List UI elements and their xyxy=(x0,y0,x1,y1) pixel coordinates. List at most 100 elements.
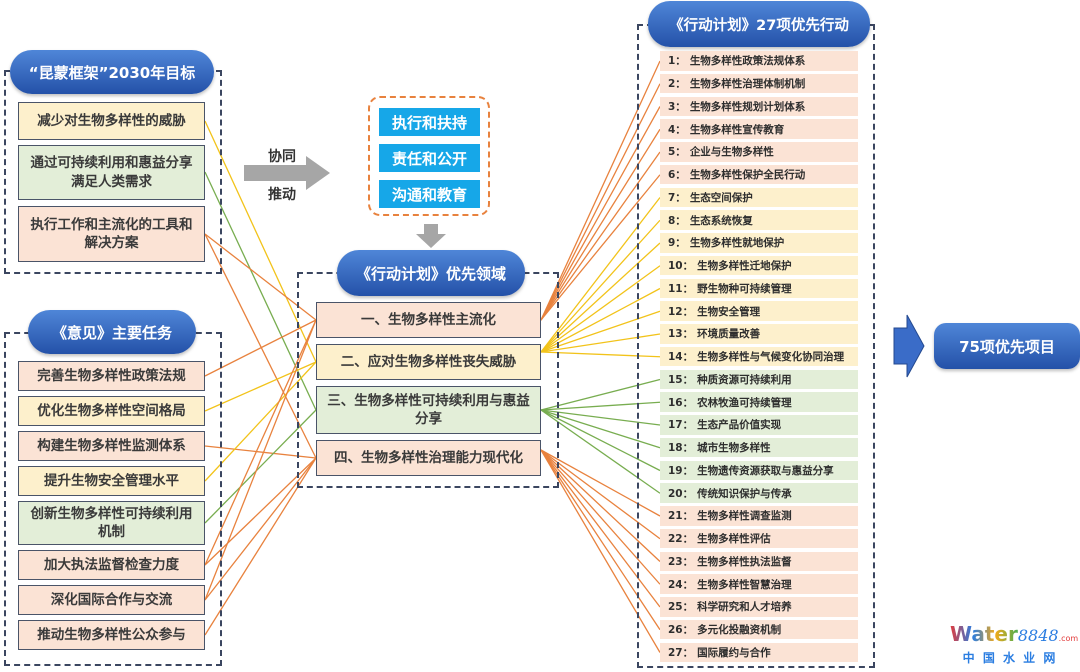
action-number: 8： xyxy=(668,214,686,227)
task-box: 构建生物多样性监测体系 xyxy=(18,431,205,461)
action-number: 5： xyxy=(668,146,686,159)
actions-title: 《行动计划》27项优先行动 xyxy=(648,1,870,47)
action-item: 11：野生物种可持续管理 xyxy=(660,278,858,298)
action-label: 生物多样性评估 xyxy=(697,533,771,545)
action-label: 科学研究和人才培养 xyxy=(697,601,792,614)
action-item: 6：生物多样性保护全民行动 xyxy=(660,164,858,185)
action-label: 生物多样性保护全民行动 xyxy=(689,169,806,181)
right-arrow-icon xyxy=(244,156,330,190)
action-label: 生物多样性规划计划体系 xyxy=(689,100,806,113)
action-number: 10： xyxy=(668,260,694,272)
task-box: 完善生物多样性政策法规 xyxy=(18,361,205,391)
action-number: 20： xyxy=(668,487,694,500)
action-link-line xyxy=(540,351,661,358)
action-number: 9： xyxy=(668,237,686,250)
action-item: 2：生物多样性治理体制机制 xyxy=(660,73,858,94)
action-number: 24： xyxy=(668,578,694,591)
action-number: 13： xyxy=(668,328,694,341)
action-link-line xyxy=(540,449,661,562)
task-box: 推动生物多样性公众参与 xyxy=(18,620,205,650)
action-number: 22： xyxy=(668,533,694,545)
action-link-line xyxy=(540,449,661,585)
action-label: 城市生物多样性 xyxy=(697,442,771,454)
action-item: 24：生物多样性智慧治理 xyxy=(660,574,858,594)
priority-area-box: 四、生物多样性治理能力现代化 xyxy=(316,440,541,476)
action-number: 11： xyxy=(668,282,694,295)
action-label: 多元化投融资机制 xyxy=(697,624,782,636)
action-number: 7： xyxy=(668,191,686,204)
action-label: 生态产品价值实现 xyxy=(697,419,782,432)
priority-area-box: 三、生物多样性可持续利用与惠益分享 xyxy=(316,386,541,434)
action-item: 3：生物多样性规划计划体系 xyxy=(660,96,858,116)
result-arrow-icon xyxy=(893,314,925,378)
priority-area-box: 二、应对生物多样性丧失威胁 xyxy=(316,344,541,380)
action-item: 14：生物多样性与气候变化协同治理 xyxy=(660,346,858,367)
watermark-digits: 8848 xyxy=(1017,626,1059,645)
mechanism-box: 沟通和教育 xyxy=(379,180,480,208)
action-link-line xyxy=(540,449,661,631)
action-item: 10：生物多样性迁地保护 xyxy=(660,255,858,276)
action-item: 25：科学研究和人才培养 xyxy=(660,597,858,617)
action-link-line xyxy=(540,378,661,411)
task-box: 深化国际合作与交流 xyxy=(18,585,205,615)
action-label: 国际履约与合作 xyxy=(697,646,771,659)
action-number: 23： xyxy=(668,555,694,568)
action-item: 8：生态系统恢复 xyxy=(660,210,858,230)
priority-area-box: 一、生物多样性主流化 xyxy=(316,302,541,338)
action-label: 生物多样性迁地保护 xyxy=(697,260,792,272)
priority-areas-title: 《行动计划》优先领域 xyxy=(337,250,525,296)
action-label: 生物多样性治理体制机制 xyxy=(689,78,806,90)
action-label: 生物多样性与气候变化协同治理 xyxy=(697,351,845,363)
action-item: 17：生态产品价值实现 xyxy=(660,415,858,435)
action-number: 6： xyxy=(668,169,686,181)
action-link-line xyxy=(540,60,661,321)
action-label: 农林牧渔可持续管理 xyxy=(697,396,792,409)
action-label: 生物安全管理 xyxy=(697,305,761,318)
action-label: 生物多样性政策法规体系 xyxy=(689,55,806,68)
action-label: 环境质量改善 xyxy=(697,328,761,341)
watermark-brand: Water xyxy=(950,622,1018,646)
action-number: 27： xyxy=(668,646,694,659)
action-label: 野生物种可持续管理 xyxy=(697,282,792,295)
action-link-line xyxy=(540,219,661,353)
action-number: 15： xyxy=(668,373,694,386)
action-label: 生物多样性执法监督 xyxy=(697,555,792,568)
action-item: 1：生物多样性政策法规体系 xyxy=(660,51,858,71)
action-number: 16： xyxy=(668,396,694,409)
action-link-line xyxy=(540,242,661,353)
goal-box: 减少对生物多样性的威胁 xyxy=(18,102,205,140)
action-link-line xyxy=(540,409,661,472)
action-link-line xyxy=(540,197,661,353)
action-number: 2： xyxy=(668,78,686,90)
action-link-line xyxy=(540,310,661,353)
task-box: 提升生物安全管理水平 xyxy=(18,466,205,496)
action-link-line xyxy=(540,265,661,353)
action-number: 17： xyxy=(668,419,694,432)
goal-box: 通过可持续利用和惠益分享满足人类需求 xyxy=(18,145,205,200)
task-box: 创新生物多样性可持续利用机制 xyxy=(18,501,205,545)
action-link-line xyxy=(540,333,661,353)
action-item: 9：生物多样性就地保护 xyxy=(660,233,858,253)
action-label: 传统知识保护与传承 xyxy=(697,487,792,500)
action-link-line xyxy=(540,449,661,540)
action-number: 1： xyxy=(668,55,686,68)
action-link-line xyxy=(540,287,661,353)
action-item: 19：生物遗传资源获取与惠益分享 xyxy=(660,460,858,480)
action-number: 25： xyxy=(668,601,694,614)
action-link-line xyxy=(540,409,661,494)
action-label: 生物多样性宣传教育 xyxy=(689,123,785,136)
action-label: 生态系统恢复 xyxy=(689,214,753,227)
action-link-line xyxy=(540,106,661,321)
action-number: 26： xyxy=(668,624,694,636)
action-link-line xyxy=(540,151,661,321)
action-number: 4： xyxy=(668,123,686,136)
action-item: 27：国际履约与合作 xyxy=(660,642,858,662)
mechanisms-group xyxy=(368,96,490,216)
action-item: 15：种质资源可持续利用 xyxy=(660,369,858,389)
action-number: 18： xyxy=(668,442,694,454)
result-box: 75项优先项目 xyxy=(934,323,1080,369)
action-label: 生物多样性调查监测 xyxy=(697,510,792,523)
action-item: 21：生物多样性调查监测 xyxy=(660,506,858,526)
action-item: 26：多元化投融资机制 xyxy=(660,619,858,640)
watermark-logo: Water8848.com 中 国 水 业 网 xyxy=(950,622,1078,666)
